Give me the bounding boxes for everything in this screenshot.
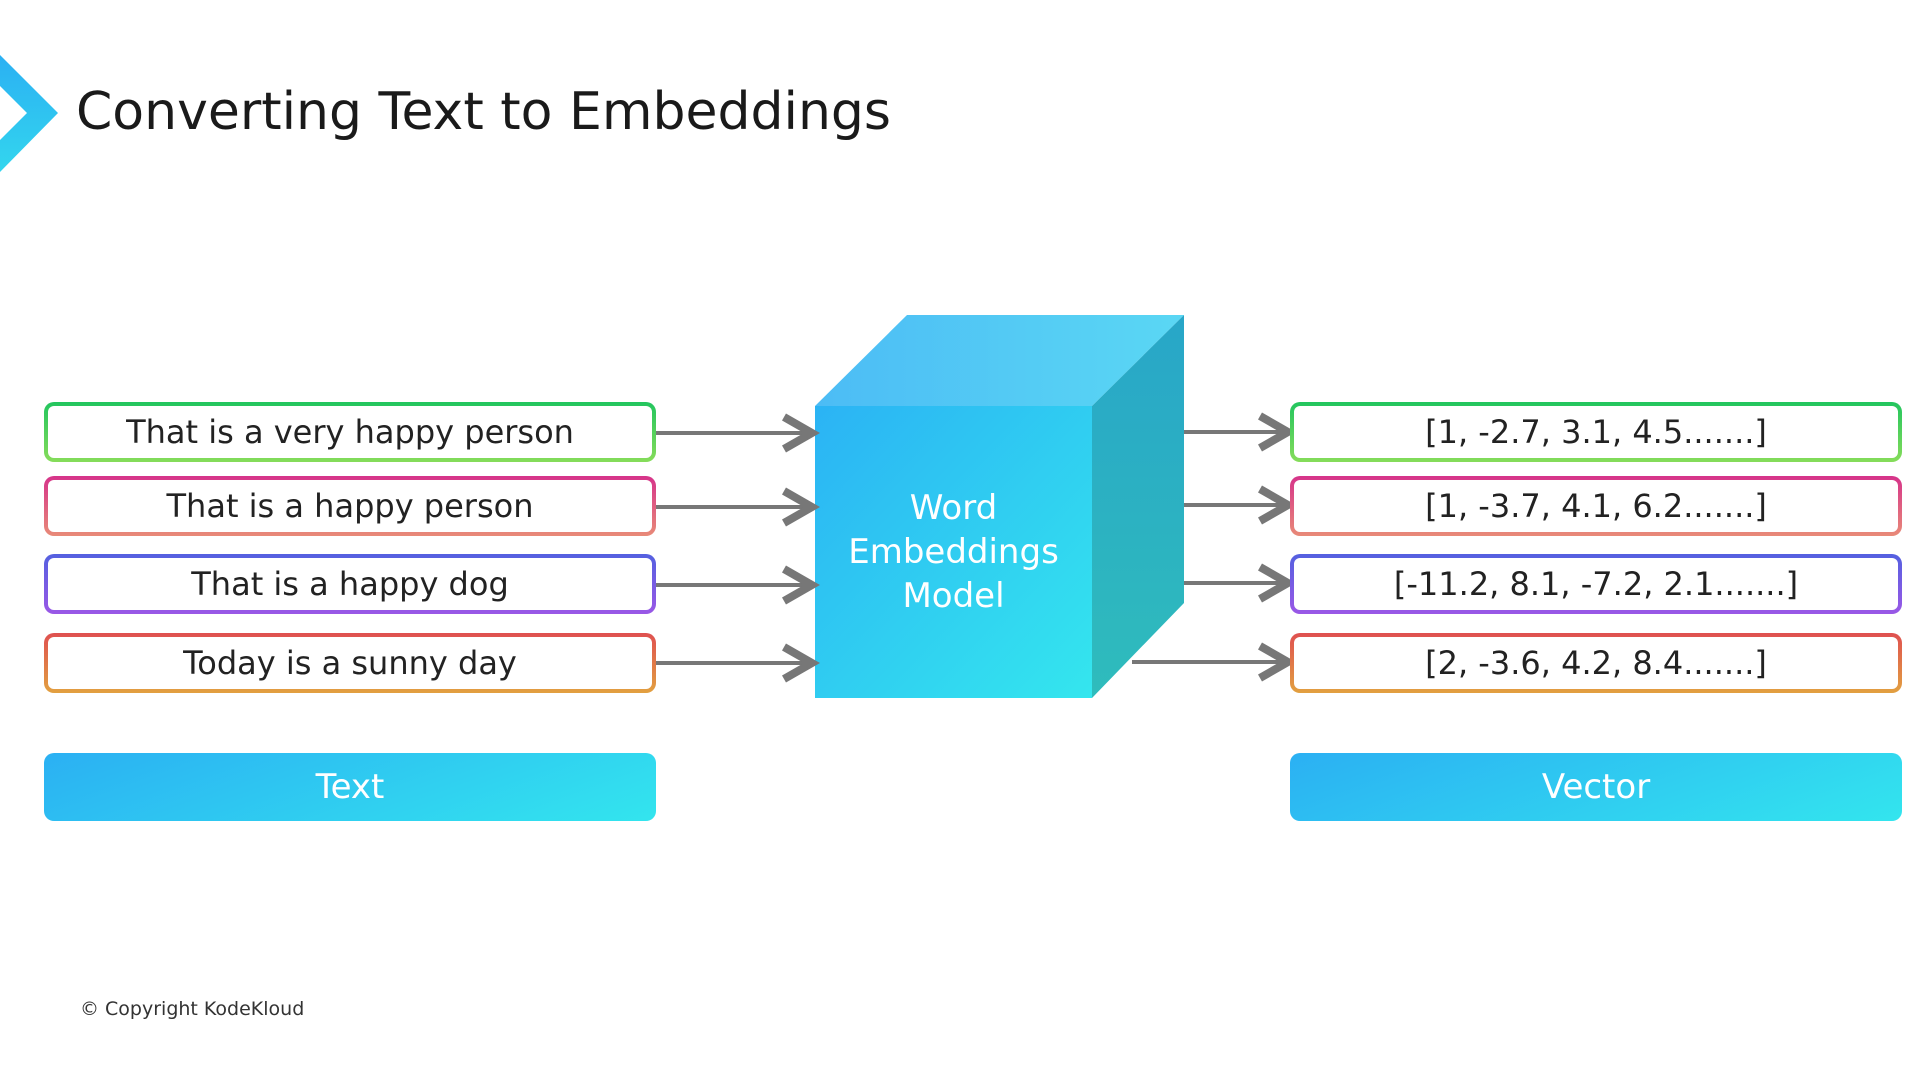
text-input-box: That is a very happy person bbox=[44, 402, 656, 462]
vector-column-label: Vector bbox=[1290, 753, 1902, 821]
cube-top-face bbox=[815, 315, 1184, 406]
text-column-label: Text bbox=[44, 753, 656, 821]
cube-front-face bbox=[815, 406, 1092, 698]
vector-output-box: [-11.2, 8.1, -7.2, 2.1.......] bbox=[1290, 554, 1902, 614]
vector-output-box: [1, -3.7, 4.1, 6.2.......] bbox=[1290, 476, 1902, 536]
text-input-box: Today is a sunny day bbox=[44, 633, 656, 693]
model-label: Word Embeddings Model bbox=[815, 486, 1092, 618]
chevron-logo-icon bbox=[0, 55, 58, 172]
vector-output-box: [1, -2.7, 3.1, 4.5.......] bbox=[1290, 402, 1902, 462]
text-input-box: That is a happy dog bbox=[44, 554, 656, 614]
page-title: Converting Text to Embeddings bbox=[76, 82, 892, 142]
model-label-line: Model bbox=[902, 576, 1005, 616]
copyright-footer: © Copyright KodeKloud bbox=[80, 998, 305, 1020]
model-label-line: Embeddings bbox=[848, 532, 1059, 572]
cube-side-face bbox=[1092, 315, 1184, 698]
text-input-box: That is a happy person bbox=[44, 476, 656, 536]
model-label-line: Word bbox=[909, 488, 998, 528]
vector-output-box: [2, -3.6, 4.2, 8.4.......] bbox=[1290, 633, 1902, 693]
